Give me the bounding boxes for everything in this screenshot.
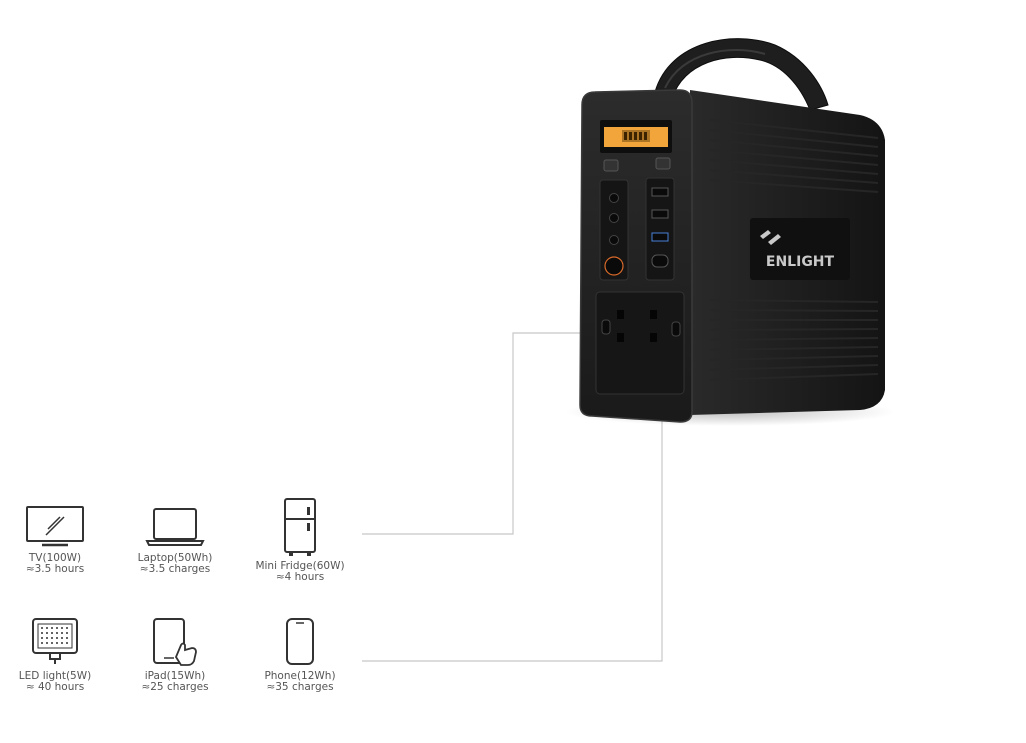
appliance-label: Mini Fridge(60W)	[255, 560, 345, 572]
appliance-phone: Phone(12Wh) ≈35 charges	[245, 617, 355, 693]
appliance-led-light: LED light(5W) ≈ 40 hours	[0, 617, 110, 693]
appliance-label: iPad(15Wh)	[144, 670, 206, 682]
ac-outlet-panel	[595, 291, 685, 395]
led-light-icon	[32, 618, 78, 664]
appliance-runtime: ≈ 40 hours	[25, 681, 85, 693]
tablet-icon	[153, 618, 197, 666]
fridge-icon	[284, 498, 316, 556]
appliance-label: TV(100W)	[28, 552, 82, 564]
logo-plate	[750, 218, 850, 280]
appliance-tv: TV(100W) ≈3.5 hours	[0, 505, 110, 575]
light-button	[655, 157, 671, 170]
appliance-runtime: ≈3.5 hours	[25, 563, 85, 575]
laptop-icon	[145, 508, 205, 546]
phone-icon	[286, 618, 314, 665]
appliance-runtime: ≈3.5 charges	[139, 563, 211, 575]
connector-line-ac	[362, 332, 598, 535]
power-station-image: ENLIGHT	[560, 30, 900, 440]
appliance-label: Laptop(50Wh)	[137, 552, 213, 564]
appliance-label: LED light(5W)	[18, 670, 92, 682]
appliance-runtime: ≈4 hours	[275, 571, 325, 583]
appliance-runtime: ≈35 charges	[266, 681, 334, 693]
appliance-laptop: Laptop(50Wh) ≈3.5 charges	[120, 505, 230, 575]
appliance-fridge: Mini Fridge(60W) ≈4 hours	[245, 497, 355, 583]
brand-mark-icon	[760, 230, 781, 245]
appliance-ipad: iPad(15Wh) ≈25 charges	[120, 617, 230, 693]
brand-logo: ENLIGHT	[766, 254, 835, 270]
appliance-label: Phone(12Wh)	[264, 670, 336, 682]
power-button	[603, 159, 619, 172]
tv-icon	[26, 506, 84, 547]
appliance-runtime: ≈25 charges	[141, 681, 209, 693]
